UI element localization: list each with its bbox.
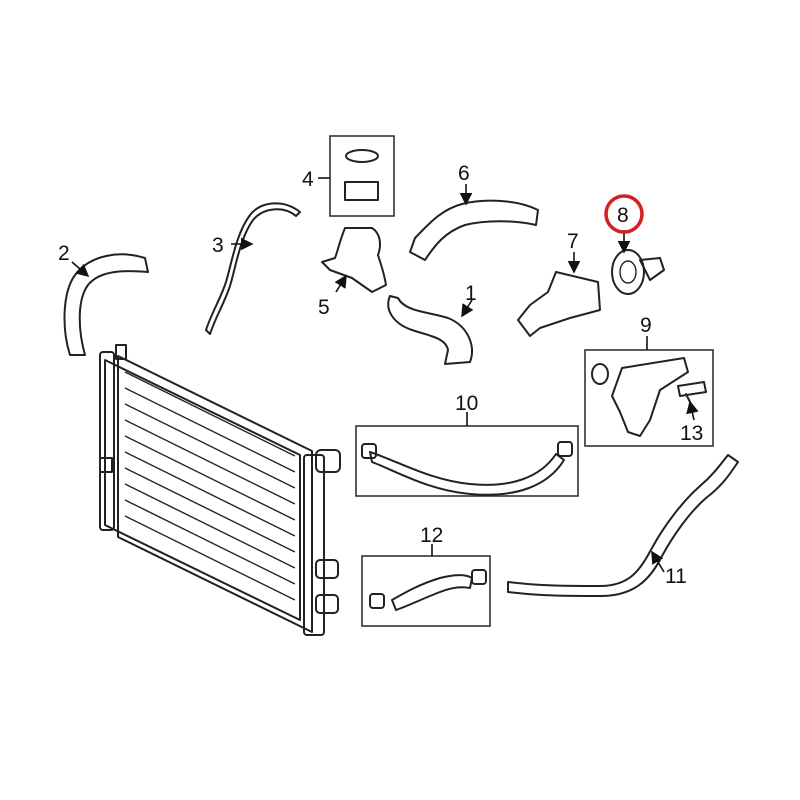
part-13-sensor: [677, 381, 707, 407]
part-1-hose: [387, 295, 473, 365]
part-10-hose-kit: [355, 425, 579, 497]
callout-7: 7: [567, 230, 579, 253]
part-2-hose: [63, 253, 149, 356]
radiator-part: [99, 344, 341, 636]
part-4-cap-kit: [329, 135, 395, 217]
callout-6: 6: [458, 162, 470, 185]
part-11-pipe: [507, 454, 739, 597]
highlight-circle-part-8: [604, 194, 644, 234]
leader-lines: [71, 177, 699, 573]
part-9-housing-kit: [584, 349, 714, 447]
callout-4: 4: [302, 168, 314, 191]
callout-1: 1: [465, 282, 477, 305]
callout-11: 11: [665, 565, 687, 588]
part-8-thermostat: [611, 249, 665, 295]
callout-13: 13: [680, 422, 703, 445]
callout-10: 10: [455, 392, 478, 415]
part-7-outlet: [517, 271, 601, 337]
part-12-hose-kit: [361, 555, 491, 627]
callout-3: 3: [212, 234, 224, 257]
callout-12: 12: [420, 524, 443, 547]
part-5-housing: [321, 227, 387, 293]
callout-5: 5: [318, 296, 330, 319]
callout-8: 8: [617, 204, 629, 227]
part-6-hose: [409, 199, 539, 261]
part-3-tube: [205, 202, 301, 335]
callout-9: 9: [640, 314, 652, 337]
callout-2: 2: [58, 242, 70, 265]
